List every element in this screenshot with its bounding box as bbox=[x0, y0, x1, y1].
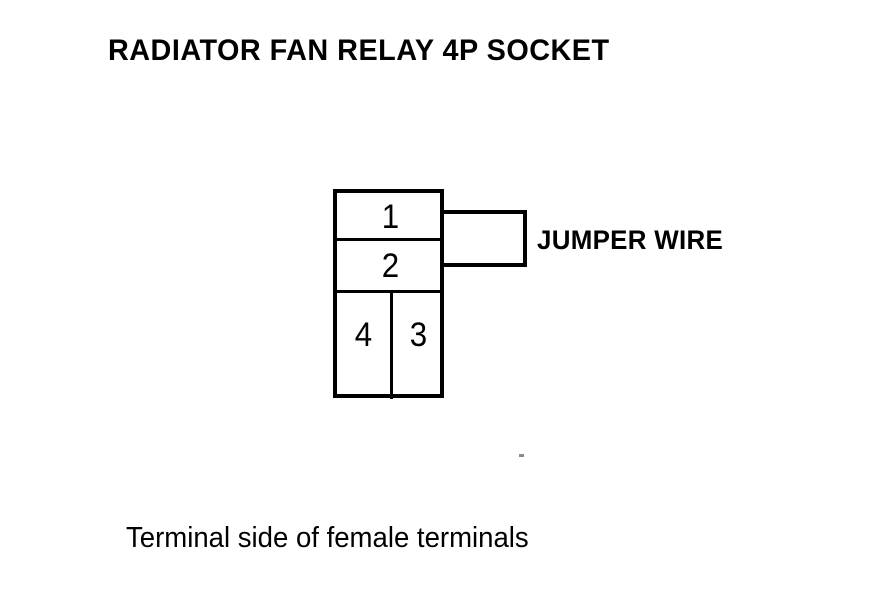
relay-socket: 1 2 4 3 bbox=[333, 189, 444, 399]
divider-terminal4-terminal3 bbox=[390, 290, 393, 399]
scan-artifact-speck bbox=[519, 454, 524, 457]
diagram-caption: Terminal side of female terminals bbox=[126, 522, 529, 554]
jumper-wire-label: JUMPER WIRE bbox=[537, 225, 724, 255]
divider-row1-row2 bbox=[337, 238, 440, 241]
terminal-2-label: 2 bbox=[381, 247, 400, 285]
terminal-4-label: 4 bbox=[354, 316, 373, 354]
jumper-wire-shape bbox=[444, 210, 527, 267]
terminal-1-label: 1 bbox=[381, 198, 400, 236]
divider-row2-row3 bbox=[337, 290, 440, 293]
page-title: RADIATOR FAN RELAY 4P SOCKET bbox=[108, 34, 610, 67]
terminal-3-label: 3 bbox=[409, 316, 428, 354]
